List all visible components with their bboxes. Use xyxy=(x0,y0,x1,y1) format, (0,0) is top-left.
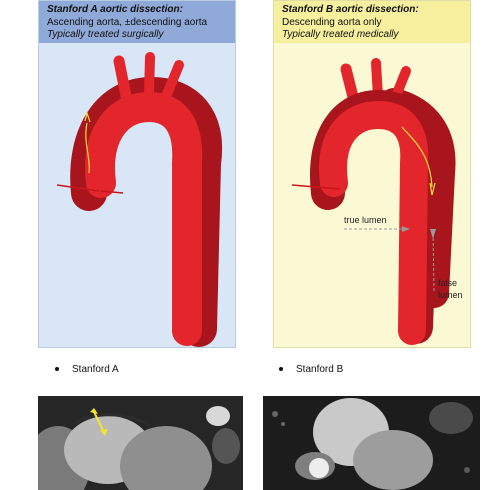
stanford-b-true-lumen-arrowhead xyxy=(402,226,410,232)
bullet-dot-icon xyxy=(55,367,59,372)
false-lumen-label-line2: lumen xyxy=(438,290,463,300)
ct-b-scan-graphic xyxy=(263,396,480,490)
stanford-b-panel: Stanford B aortic dissection: Descending… xyxy=(273,0,471,348)
stanford-a-flap-arrow xyxy=(84,110,91,123)
ct-a-scan-graphic xyxy=(38,396,243,490)
true-lumen-label: true lumen xyxy=(344,215,387,225)
stanford-b-aorta xyxy=(319,100,429,345)
stanford-b-title: Stanford B aortic dissection: xyxy=(282,4,419,15)
false-lumen-label-line1: false xyxy=(438,278,458,288)
stanford-a-coronary-left xyxy=(56,184,100,192)
stanford-b-intimal-flap xyxy=(401,126,433,188)
ct-a-flap-arrow xyxy=(93,411,105,433)
stanford-a-title: Stanford A aortic dissection: xyxy=(47,4,183,15)
ct-image-stanford-a xyxy=(38,396,243,490)
stanford-b-extent: Descending aorta only xyxy=(282,16,382,28)
stanford-a-aorta-illustration xyxy=(56,52,222,347)
stanford-b-header: Stanford B aortic dissection: Descending… xyxy=(274,1,470,43)
stanford-a-brachiocephalic xyxy=(113,55,133,107)
stanford-b-aorta-illustration xyxy=(291,58,456,345)
bullet-stanford-a-text: Stanford A xyxy=(72,364,119,375)
stanford-a-carotid xyxy=(144,52,155,100)
stanford-a-extent: Ascending aorta, ±descending aorta xyxy=(47,16,208,28)
stanford-a-header: Stanford A aortic dissection: Ascending … xyxy=(39,1,235,43)
stanford-a-coronary-right xyxy=(100,190,124,194)
stanford-a-treatment: Typically treated surgically xyxy=(47,29,164,40)
stanford-a-panel: Stanford A aortic dissection: Ascending … xyxy=(38,0,236,348)
bullet-dot-icon xyxy=(279,367,283,372)
bullet-stanford-b: Stanford B xyxy=(279,364,343,375)
bullet-stanford-b-text: Stanford B xyxy=(296,364,344,375)
ct-image-stanford-b xyxy=(263,396,480,490)
stanford-a-intimal-flap xyxy=(85,122,90,174)
stanford-b-coronary xyxy=(291,184,341,190)
stanford-b-treatment: Typically treated medically xyxy=(282,29,399,40)
stanford-a-aorta xyxy=(85,91,203,346)
bullet-stanford-a: Stanford A xyxy=(55,364,119,375)
stanford-b-flap-arrow xyxy=(429,182,436,196)
